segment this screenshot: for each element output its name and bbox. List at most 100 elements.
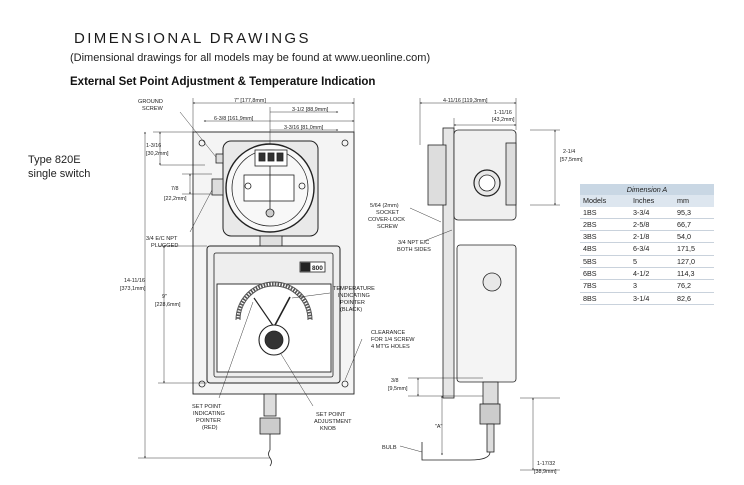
side-view	[399, 98, 560, 471]
label-set-point-knob: SET POINT	[316, 412, 346, 418]
label-npt-plugged-2: PLUGGED	[151, 243, 178, 249]
table-cell: 82,6	[674, 292, 714, 305]
type-label-line: Type 820E	[28, 154, 81, 166]
label-bulb: BULB	[382, 445, 397, 451]
ground-screw	[215, 153, 224, 164]
table-cell: 114,3	[674, 267, 714, 281]
dim-side-1-11-16-mm: [43,2mm]	[492, 117, 515, 123]
label-set-point-pointer: SET POINT	[192, 404, 222, 410]
label-socket-screw: 5/64 (2mm)	[370, 203, 399, 209]
table-cell: 66,7	[674, 218, 714, 232]
table-cell: 76,2	[674, 279, 714, 293]
ue-logo	[299, 261, 326, 273]
dim-overall-width: 7" [177,8mm]	[234, 98, 266, 104]
table-cell: 7BS	[580, 279, 630, 293]
label-ground-screw-2: SCREW	[142, 106, 164, 112]
label-set-point-pointer-3: POINTER	[196, 418, 221, 424]
table-cell: 5BS	[580, 255, 630, 269]
table-cell: 6-3/4	[630, 242, 674, 256]
section-title: External Set Point Adjustment & Temperat…	[70, 76, 376, 88]
table-cell: 54,0	[674, 230, 714, 244]
label-socket-screw-3: COVER-LOCK	[368, 217, 405, 223]
capillary-fitting	[263, 393, 277, 417]
label-socket-screw-4: SCREW	[377, 224, 399, 230]
table-cell: 6BS	[580, 267, 630, 281]
label-clearance-2: FOR 1/4 SCREW	[371, 337, 415, 343]
type-label-line: single switch	[28, 168, 91, 180]
table-cell: 171,5	[674, 242, 714, 256]
black-pointer	[273, 296, 291, 328]
label-socket-screw-2: SOCKET	[376, 210, 400, 216]
label-npt-plugged: 3/4 E/C NPT	[146, 236, 178, 242]
table-cell: 3-3/4	[630, 206, 674, 219]
dim-width-3-3-16: 3-3/16 [81,0mm]	[284, 125, 324, 131]
dim-height-14-11-16: 14-11/16	[124, 278, 145, 284]
conduit-plug	[211, 178, 224, 196]
table-caption: Dimension A	[580, 184, 714, 196]
dim-top-1-3-16-mm: [30,2mm]	[146, 151, 169, 157]
label-set-point-knob-2: ADJUSTMENT	[314, 419, 352, 425]
side-view-labels: 4-11/16 [119,3mm] 1-11/16 [43,2mm] 2-1/4…	[368, 98, 583, 475]
table-header-inches: Inches	[630, 195, 674, 207]
mounting-hole	[198, 380, 206, 388]
table-cell: 4-1/2	[630, 267, 674, 281]
dim-side-7-8-mm: [22,2mm]	[164, 196, 187, 202]
label-temp-pointer-4: (BLACK)	[340, 307, 362, 313]
dim-side-3-8-mm: [9,5mm]	[388, 386, 408, 392]
dim-height-9: 9"	[162, 294, 167, 300]
label-npt-both-sides-2: BOTH SIDES	[397, 247, 431, 253]
dim-side-2-1-4: 2-1/4	[563, 149, 575, 155]
label-clearance: CLEARANCE	[371, 330, 405, 336]
table-cell: 127,0	[674, 255, 714, 269]
label-ground-screw: GROUND	[138, 99, 163, 105]
side-mounting-plate	[442, 127, 455, 399]
capillary-tube	[421, 442, 491, 461]
label-set-point-pointer-4: (RED)	[202, 425, 218, 431]
mounting-hole	[341, 139, 349, 147]
table-cell: 95,3	[674, 206, 714, 219]
page-heading: DIMENSIONAL DRAWINGS	[74, 30, 311, 47]
table-cell: 3BS	[580, 230, 630, 244]
label-temp-pointer-3: POINTER	[340, 300, 365, 306]
label-clearance-3: 4 MT'G HOLES	[371, 344, 410, 350]
dim-height-9-mm: [228,6mm]	[155, 302, 181, 308]
table-header-models: Models	[580, 195, 630, 207]
table-cell: 2-5/8	[630, 218, 674, 232]
table-cell: 4BS	[580, 242, 630, 256]
label-temp-pointer-2: INDICATING	[338, 293, 370, 299]
dim-width-6-3-8: 6-3/8 [161,9mm]	[214, 116, 254, 122]
red-pointer	[253, 297, 275, 328]
table-cell: 3	[630, 279, 674, 293]
label-set-point-knob-3: KNOB	[320, 426, 336, 432]
type-label: Type 820E single switch	[28, 153, 90, 181]
dim-top-1-3-16: 1-3/16	[146, 143, 161, 149]
page-subheading: (Dimensional drawings for all models may…	[70, 52, 431, 64]
dim-height-14-11-16-mm: [373,1mm]	[120, 286, 146, 292]
table-cell: 2-1/8	[630, 230, 674, 244]
table-cell: 3-1/4	[630, 292, 674, 305]
side-enclosure	[456, 244, 517, 383]
dim-width-3-1-2: 3-1/2 [88,9mm]	[292, 107, 329, 113]
label-npt-both-sides: 3/4 NPT E/C	[398, 240, 429, 246]
mounting-hole	[341, 380, 349, 388]
front-view	[138, 98, 363, 467]
label-temp-pointer: TEMPERATURE	[333, 286, 375, 292]
front-view-labels: 7" [177,8mm] 6-3/8 [161,9mm] 3-1/2 [88,9…	[120, 98, 415, 432]
dim-side-3-8: 3/8	[391, 378, 399, 384]
dim-side-a: "A"	[435, 424, 443, 430]
logo-text: 800	[312, 265, 323, 272]
dim-side-1-17-32: 1-17/32	[537, 461, 555, 467]
dim-side-7-8: 7/8	[171, 186, 179, 192]
table-cell: 2BS	[580, 218, 630, 232]
table-cell: 5	[630, 255, 674, 269]
table-cell: 1BS	[580, 206, 630, 219]
